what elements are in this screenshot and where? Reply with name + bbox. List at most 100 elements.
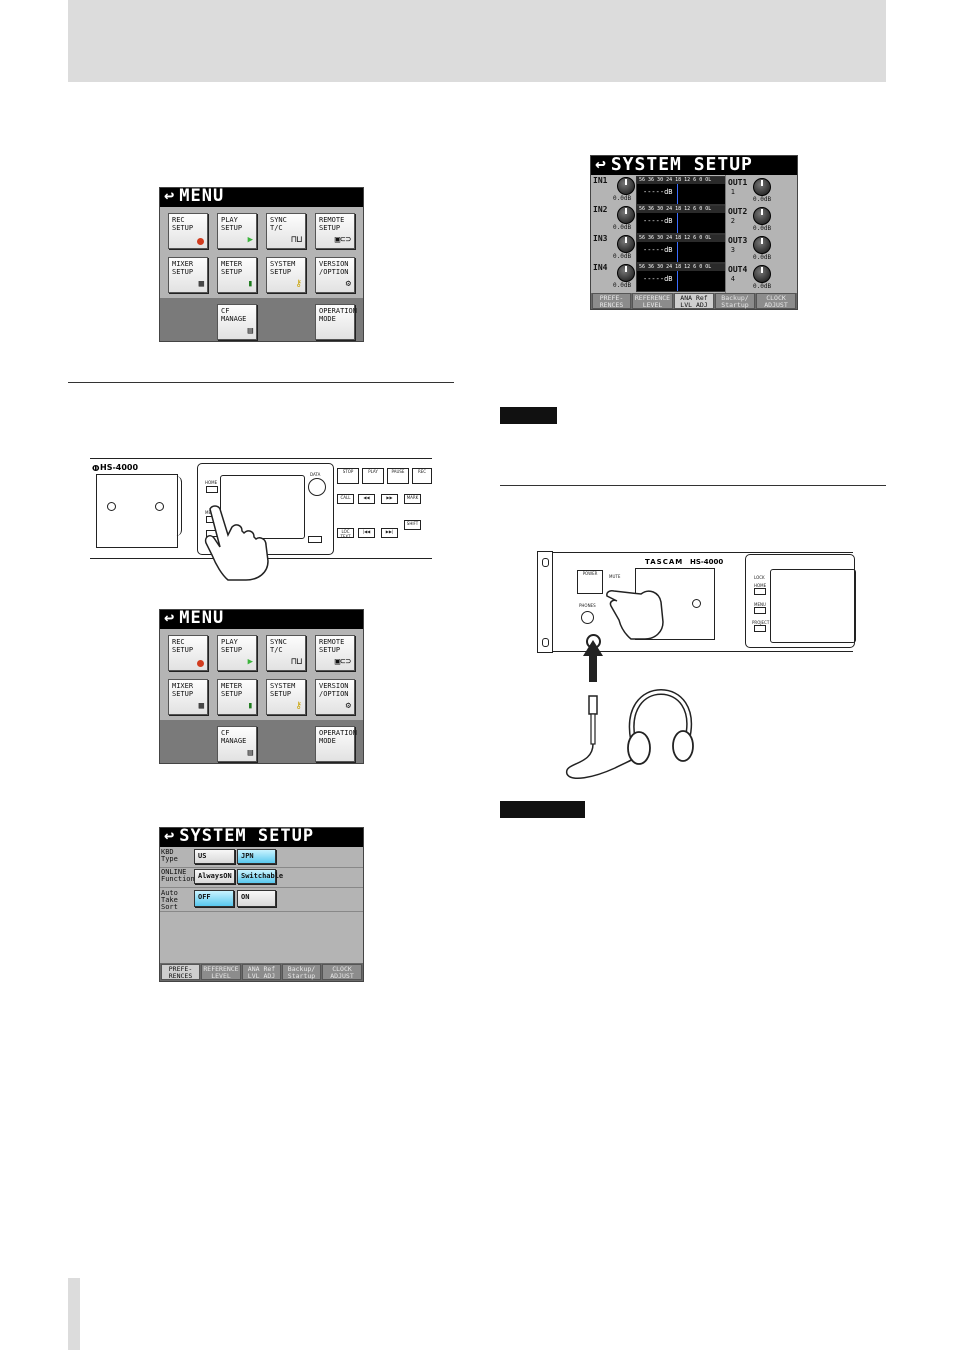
- reference-marker: [677, 242, 678, 262]
- model-label: HS-4000: [100, 463, 139, 472]
- brand-label: TASCAM: [645, 558, 684, 566]
- loc-text-key[interactable]: LOC TEXT: [337, 528, 354, 539]
- tab-ana-ref-lvl-adj[interactable]: ANA Ref LVL ADJ: [242, 964, 281, 980]
- input-knob-value: 0.0dB: [613, 282, 632, 289]
- play-icon: ▶: [247, 657, 253, 667]
- menu-key[interactable]: [754, 607, 766, 614]
- online-switchable-option[interactable]: Switchable: [237, 869, 283, 884]
- tab-ana-ref-lvl-adj[interactable]: ANA Ref LVL ADJ: [674, 293, 714, 309]
- operation-mode-button[interactable]: OPERATION MODE: [315, 304, 357, 340]
- meter-setup-button[interactable]: METER SETUP▮: [217, 257, 257, 293]
- menu-title-bar: ↩MENU: [160, 188, 363, 207]
- input-knob-icon[interactable]: [617, 235, 635, 253]
- play-key[interactable]: PLAY: [362, 468, 384, 484]
- output-knob-icon[interactable]: [753, 265, 771, 283]
- output-knob-icon[interactable]: [753, 236, 771, 254]
- rec-key[interactable]: REC: [412, 468, 432, 484]
- tab-backup-startup[interactable]: Backup/ Startup: [715, 293, 755, 309]
- next-key[interactable]: ▶▶|: [381, 528, 398, 538]
- meter-setup-button[interactable]: METER SETUP▮: [217, 679, 257, 715]
- prev-key[interactable]: |◀◀: [358, 528, 375, 538]
- rack-ear-left: [537, 551, 553, 653]
- pressing-hand-icon: [606, 590, 664, 640]
- tab-clock-adjust[interactable]: CLOCK ADJUST: [756, 293, 796, 309]
- input-knob-icon[interactable]: [617, 177, 635, 195]
- cf-icon: ▤: [247, 326, 253, 336]
- input-knob-icon[interactable]: [617, 206, 635, 224]
- meter-scale: 56 36 30 24 18 12 6 0 OL: [637, 264, 725, 271]
- output-knob-value: 0.0dB: [753, 283, 772, 290]
- meter-reading: -----dB: [643, 246, 673, 254]
- tab-backup-startup[interactable]: Backup/ Startup: [282, 964, 321, 980]
- tab-clock-adjust[interactable]: CLOCK ADJUST: [322, 964, 362, 980]
- back-arrow-icon[interactable]: ↩: [164, 827, 176, 846]
- entry-cancel-key[interactable]: [308, 536, 322, 543]
- sync-tc-button[interactable]: SYNC T/C⊓⊔: [266, 213, 306, 249]
- pause-key[interactable]: PAUSE: [387, 468, 409, 484]
- back-arrow-icon[interactable]: ↩: [164, 187, 176, 206]
- operation-mode-button[interactable]: OPERATION MODE: [315, 726, 357, 762]
- online-alwayson-option[interactable]: AlwaysON: [194, 869, 235, 884]
- tab-reference-level[interactable]: REFERENCE LEVEL: [201, 964, 241, 980]
- system-setup-title: SYSTEM SETUP: [179, 827, 315, 846]
- remote-icon: ▣⊂⊃: [334, 657, 351, 667]
- rec-icon: [197, 660, 204, 667]
- meter-reading: -----dB: [643, 217, 673, 225]
- cf-manage-button[interactable]: CF MANAGE▤: [217, 726, 257, 762]
- remote-setup-button[interactable]: REMOTE SETUP▣⊂⊃: [315, 213, 355, 249]
- input-knob-value: 0.0dB: [613, 253, 632, 260]
- mark-key[interactable]: MARK: [404, 494, 421, 504]
- project-key[interactable]: [754, 625, 766, 632]
- tab-reference-level[interactable]: REFERENCE LEVEL: [632, 293, 673, 309]
- sync-tc-button[interactable]: SYNC T/C⊓⊔: [266, 635, 306, 671]
- mixer-setup-button[interactable]: MIXER SETUP▦: [168, 257, 208, 293]
- auto-sort-on-option[interactable]: ON: [237, 890, 276, 907]
- play-setup-button[interactable]: PLAY SETUP▶: [217, 213, 257, 249]
- rec-setup-button[interactable]: REC SETUP: [168, 213, 208, 249]
- auto-sort-off-option[interactable]: OFF: [194, 890, 234, 907]
- reference-marker: [677, 184, 678, 204]
- input-label: IN4: [593, 263, 608, 272]
- meter-icon: ▮: [247, 279, 253, 289]
- output-label: OUT1: [728, 178, 748, 187]
- stop-key[interactable]: STOP: [337, 468, 359, 484]
- rewind-key[interactable]: ◀◀: [358, 494, 375, 504]
- forward-key[interactable]: ▶▶: [381, 494, 398, 504]
- output-knob-icon[interactable]: [753, 178, 771, 196]
- auto-take-sort-label: Auto Take Sort: [161, 889, 178, 911]
- rec-setup-button[interactable]: REC SETUP: [168, 635, 208, 671]
- output-knob-value: 0.0dB: [753, 196, 772, 203]
- output-knob-icon[interactable]: [753, 207, 771, 225]
- sync-icon: ⊓⊔: [291, 235, 302, 245]
- play-setup-button[interactable]: PLAY SETUP▶: [217, 635, 257, 671]
- input-knob-value: 0.0dB: [613, 195, 632, 202]
- mixer-setup-button[interactable]: MIXER SETUP▦: [168, 679, 208, 715]
- home-key[interactable]: [206, 486, 218, 493]
- tab-preferences[interactable]: PREFE- RENCES: [161, 964, 200, 980]
- data-wheel[interactable]: [308, 478, 326, 496]
- back-arrow-icon[interactable]: ↩: [164, 609, 176, 628]
- caution-label-box: [500, 801, 585, 818]
- system-icon: ⚷: [295, 701, 302, 711]
- system-setup-button[interactable]: SYSTEM SETUP⚷: [266, 257, 306, 293]
- home-key[interactable]: [754, 588, 766, 595]
- system-setup-button[interactable]: SYSTEM SETUP⚷: [266, 679, 306, 715]
- online-function-label: ONLINE Function: [161, 868, 195, 883]
- version-option-button[interactable]: VERSION /OPTION⚙: [315, 257, 355, 293]
- back-arrow-icon[interactable]: ↩: [595, 155, 607, 175]
- rec-icon: [197, 238, 204, 245]
- remote-setup-button[interactable]: REMOTE SETUP▣⊂⊃: [315, 635, 355, 671]
- kbd-jpn-option[interactable]: JPN: [237, 849, 276, 864]
- device-model-label: HS-4000: [690, 558, 724, 566]
- tab-preferences[interactable]: PREFE- RENCES: [592, 293, 631, 309]
- phones-level-knob[interactable]: [581, 611, 594, 624]
- input-knob-icon[interactable]: [617, 264, 635, 282]
- cf-manage-button[interactable]: CF MANAGE▤: [217, 304, 257, 340]
- shift-key[interactable]: SHIFT: [404, 520, 421, 530]
- call-key[interactable]: CALL: [337, 494, 354, 504]
- touch-screen[interactable]: [770, 569, 856, 643]
- output-label: OUT4: [728, 265, 748, 274]
- version-option-button[interactable]: VERSION /OPTION⚙: [315, 679, 355, 715]
- power-switch[interactable]: POWER: [577, 570, 603, 594]
- kbd-us-option[interactable]: US: [194, 849, 235, 864]
